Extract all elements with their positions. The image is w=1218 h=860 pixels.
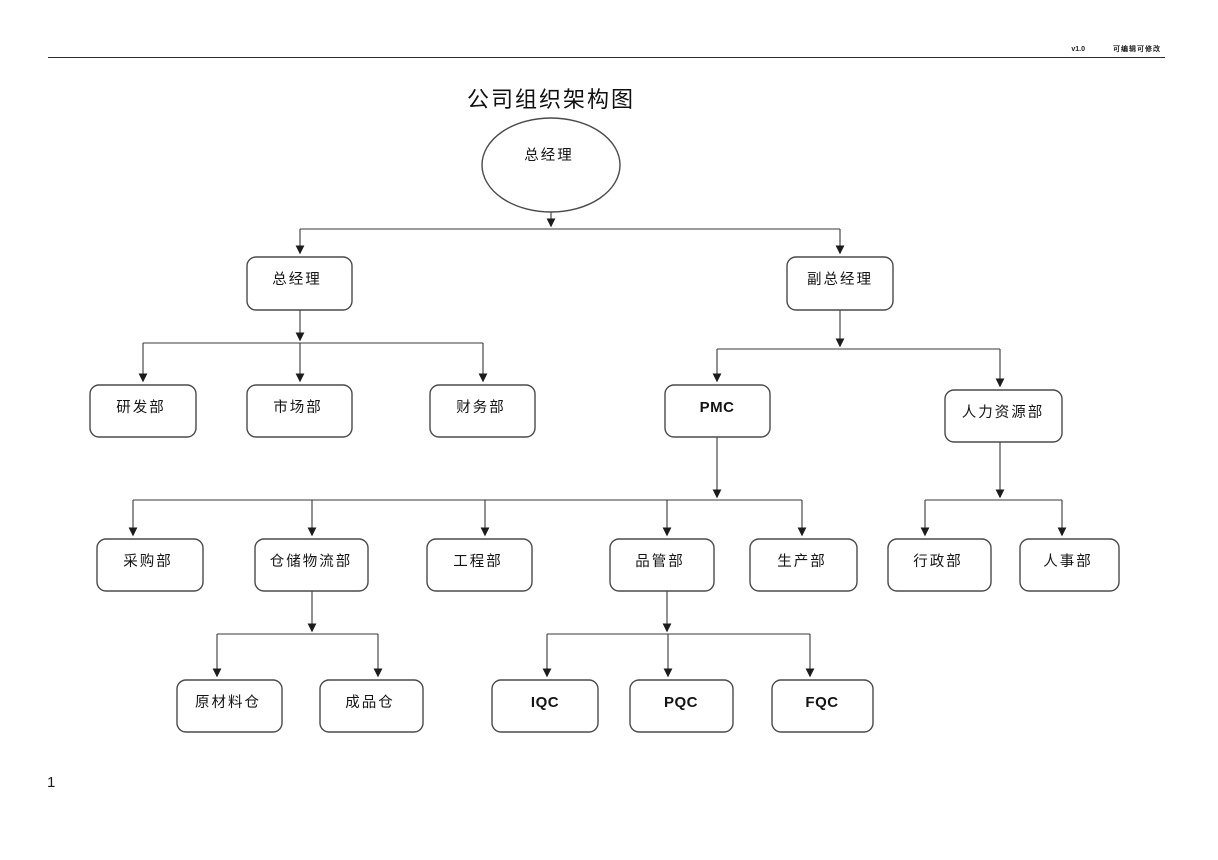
edges-from-warehouse [212,591,383,678]
svg-text:总经理: 总经理 [272,271,322,288]
doc-version: v1.0 [1071,46,1085,53]
edges-from-gm [138,310,488,383]
node-raw-material-warehouse: 原材料仓 [176,679,283,733]
header-rule [48,57,1165,58]
svg-text:仓储物流部: 仓储物流部 [270,553,353,570]
node-hr-dept: 人力资源部 [944,389,1063,443]
node-quality-dept: 品管部 [609,538,715,592]
svg-text:FQC: FQC [805,694,838,711]
edges-from-dgm [712,310,1005,388]
svg-text:生产部: 生产部 [777,553,827,570]
doc-watermark: 可编辑可修改 [1113,46,1161,53]
node-personnel-dept: 人事部 [1019,538,1120,592]
svg-text:研发部: 研发部 [116,399,166,416]
svg-text:财务部: 财务部 [456,399,506,416]
svg-text:PQC: PQC [664,694,698,711]
node-ceo: 总经理 [481,117,621,213]
header-meta: v1.0 可编辑可修改 [0,44,1165,54]
edges-from-hr [920,442,1067,537]
node-admin-dept: 行政部 [887,538,992,592]
node-pqc: PQC [629,679,734,733]
svg-text:市场部: 市场部 [273,399,323,416]
node-pmc: PMC [664,384,771,438]
svg-text:人力资源部: 人力资源部 [962,404,1045,421]
node-warehouse-logistics-dept: 仓储物流部 [254,538,369,592]
node-general-manager: 总经理 [246,256,353,311]
svg-text:总经理: 总经理 [524,147,574,164]
edges-from-quality [542,591,815,678]
page-number: 1 [47,774,56,791]
svg-text:IQC: IQC [531,694,559,711]
node-finance-dept: 财务部 [429,384,536,438]
node-production-dept: 生产部 [749,538,858,592]
edges-from-pmc [128,437,807,537]
node-purchasing-dept: 采购部 [96,538,204,592]
node-engineering-dept: 工程部 [426,538,533,592]
svg-text:原材料仓: 原材料仓 [195,694,261,711]
node-deputy-general-manager: 副总经理 [786,256,894,311]
svg-text:成品仓: 成品仓 [345,694,395,711]
node-marketing-dept: 市场部 [246,384,353,438]
node-rnd-dept: 研发部 [89,384,197,438]
svg-text:采购部: 采购部 [123,553,173,570]
svg-text:人事部: 人事部 [1043,553,1093,570]
node-fqc: FQC [771,679,874,733]
svg-text:品管部: 品管部 [635,553,685,570]
svg-text:副总经理: 副总经理 [807,271,873,288]
edges-from-root [295,212,845,255]
node-iqc: IQC [491,679,599,733]
node-finished-goods-warehouse: 成品仓 [319,679,424,733]
svg-text:行政部: 行政部 [913,553,963,570]
svg-text:PMC: PMC [700,399,735,416]
svg-text:工程部: 工程部 [453,553,503,570]
page-title: 公司组织架构图 [466,87,635,112]
